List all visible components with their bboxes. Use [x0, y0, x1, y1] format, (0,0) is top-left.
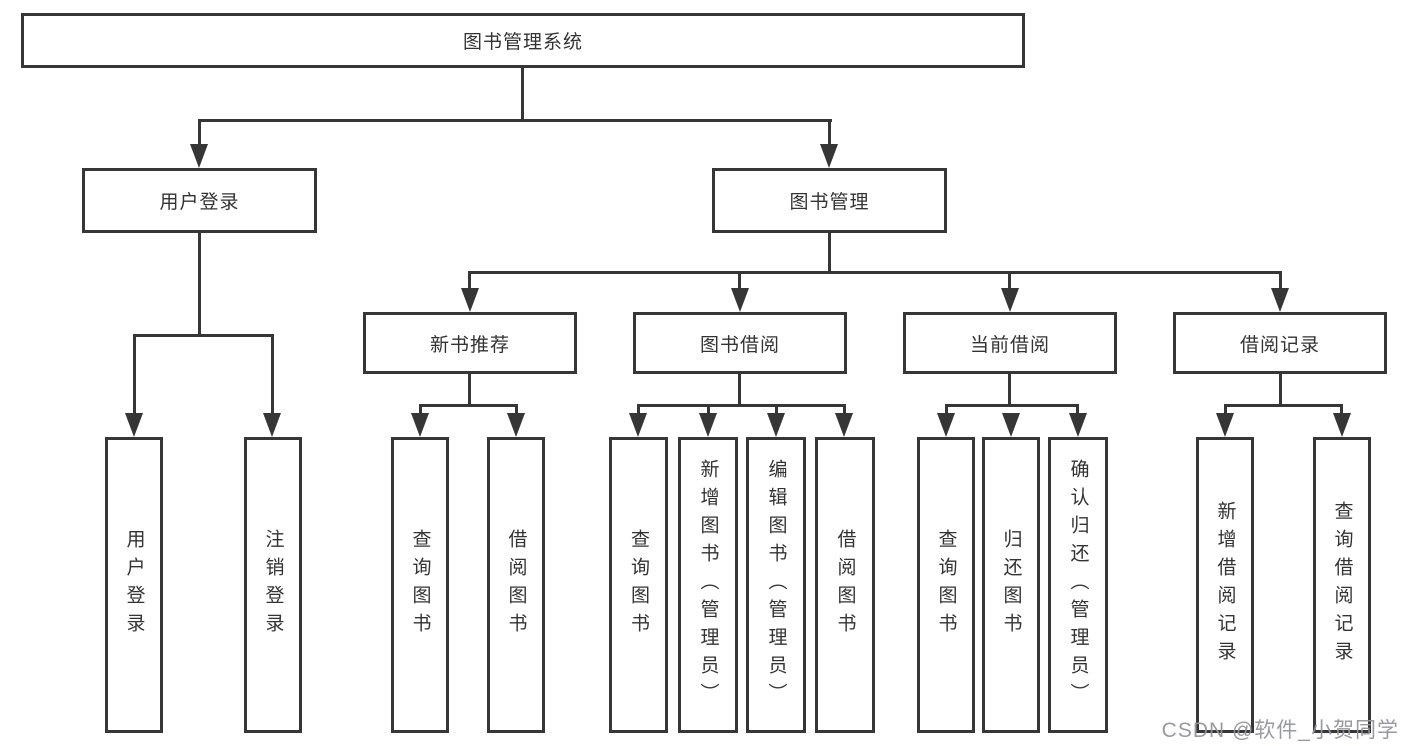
node-current-borrowing-label: 当前借阅 — [969, 334, 1050, 356]
node-new-book-recommend-label: 新书推荐 — [429, 334, 510, 356]
connector-line — [1340, 404, 1343, 416]
arrowhead-icon — [1271, 288, 1289, 312]
leaf-return-books: 归还图书 — [982, 437, 1040, 733]
arrowhead-icon — [263, 413, 281, 437]
arrowhead-icon — [1216, 413, 1234, 437]
arrowhead-icon — [461, 288, 479, 312]
connector-line — [738, 374, 741, 407]
connector-line — [945, 404, 1079, 407]
connector-line — [521, 66, 524, 121]
arrowhead-icon — [835, 413, 853, 437]
connector-line — [843, 404, 846, 416]
leaf-return-books-label: 归还图书 — [1000, 529, 1022, 641]
arrowhead-icon — [1002, 413, 1020, 437]
leaf-user-login-label: 用户登录 — [123, 529, 145, 641]
node-borrowing-records-label: 借阅记录 — [1239, 334, 1320, 356]
arrowhead-icon — [190, 144, 208, 168]
arrowhead-icon — [1001, 288, 1019, 312]
connector-line — [707, 404, 710, 416]
arrowhead-icon — [629, 413, 647, 437]
node-library-system: 图书管理系统 — [21, 13, 1025, 68]
leaf-borrow-books-recommend-label: 借阅图书 — [505, 529, 527, 641]
arrowhead-icon — [1069, 413, 1087, 437]
arrowhead-icon — [1333, 413, 1351, 437]
leaf-confirm-return-admin: 确认归还（管理员） — [1048, 437, 1108, 733]
arrowhead-icon — [125, 413, 143, 437]
leaf-query-books-borrowing-label: 查询图书 — [628, 529, 649, 641]
connector-line — [133, 334, 136, 415]
leaf-query-books-current-label: 查询图书 — [935, 529, 957, 641]
node-library-system-label: 图书管理系统 — [462, 32, 583, 53]
connector-line — [419, 404, 518, 407]
connector-line — [271, 334, 274, 415]
leaf-edit-books-admin-label: 编辑图书（管理员） — [765, 459, 787, 711]
leaf-borrow-books-recommend: 借阅图书 — [487, 437, 545, 733]
node-borrowing-records: 借阅记录 — [1173, 312, 1387, 374]
leaf-query-books-current: 查询图书 — [917, 437, 975, 733]
leaf-query-books-borrowing: 查询图书 — [609, 437, 668, 733]
connector-line — [515, 404, 518, 416]
leaf-query-books-recommend-label: 查询图书 — [409, 529, 431, 641]
connector-line — [1279, 374, 1282, 407]
connector-line — [637, 404, 846, 407]
node-book-borrowing: 图书借阅 — [633, 312, 847, 374]
connector-line — [198, 119, 201, 148]
leaf-user-login: 用户登录 — [105, 437, 163, 733]
leaf-edit-books-admin: 编辑图书（管理员） — [746, 437, 806, 733]
connector-line — [1279, 271, 1282, 291]
arrowhead-icon — [820, 144, 838, 168]
leaf-logout: 注销登录 — [244, 437, 302, 733]
connector-line — [1076, 404, 1079, 416]
arrowhead-icon — [731, 288, 749, 312]
arrowhead-icon — [411, 413, 429, 437]
leaf-confirm-return-admin-label: 确认归还（管理员） — [1067, 459, 1089, 711]
connector-line — [738, 271, 741, 291]
connector-line — [198, 119, 832, 122]
connector-line — [468, 374, 471, 407]
connector-line — [198, 233, 201, 337]
leaf-query-books-recommend: 查询图书 — [391, 437, 449, 733]
connector-line — [828, 233, 831, 274]
node-book-management: 图书管理 — [712, 168, 947, 233]
connector-line — [775, 404, 778, 416]
node-book-borrowing-label: 图书借阅 — [699, 334, 780, 356]
arrowhead-icon — [699, 413, 717, 437]
leaf-borrow-books: 借阅图书 — [815, 437, 875, 733]
connector-line — [419, 404, 422, 416]
node-current-borrowing: 当前借阅 — [903, 312, 1117, 374]
connector-line — [1224, 404, 1227, 416]
arrowhead-icon — [507, 413, 525, 437]
node-user-login-label: 用户登录 — [159, 192, 240, 213]
leaf-query-borrow-record-label: 查询借阅记录 — [1331, 501, 1353, 669]
arrowhead-icon — [937, 413, 955, 437]
leaf-add-borrow-record: 新增借阅记录 — [1196, 437, 1254, 733]
node-book-management-label: 图书管理 — [789, 192, 870, 213]
connector-line — [828, 119, 831, 148]
arrowhead-icon — [767, 413, 785, 437]
node-new-book-recommend: 新书推荐 — [363, 312, 577, 374]
connector-line — [468, 271, 1282, 274]
connector-line — [1008, 271, 1011, 291]
leaf-logout-label: 注销登录 — [262, 529, 284, 641]
connector-line — [637, 404, 640, 416]
leaf-add-books-admin: 新增图书（管理员） — [678, 437, 738, 733]
leaf-add-borrow-record-label: 新增借阅记录 — [1214, 501, 1236, 669]
leaf-query-borrow-record: 查询借阅记录 — [1313, 437, 1371, 733]
csdn-watermark: CSDN @软件_小贺同学 — [1161, 719, 1399, 742]
connector-line — [133, 334, 274, 337]
connector-line — [945, 404, 948, 416]
connector-line — [468, 271, 471, 291]
connector-line — [1224, 404, 1343, 407]
connector-line — [1008, 374, 1011, 407]
leaf-borrow-books-label: 借阅图书 — [834, 529, 856, 641]
node-user-login: 用户登录 — [82, 168, 317, 233]
leaf-add-books-admin-label: 新增图书（管理员） — [697, 459, 719, 711]
